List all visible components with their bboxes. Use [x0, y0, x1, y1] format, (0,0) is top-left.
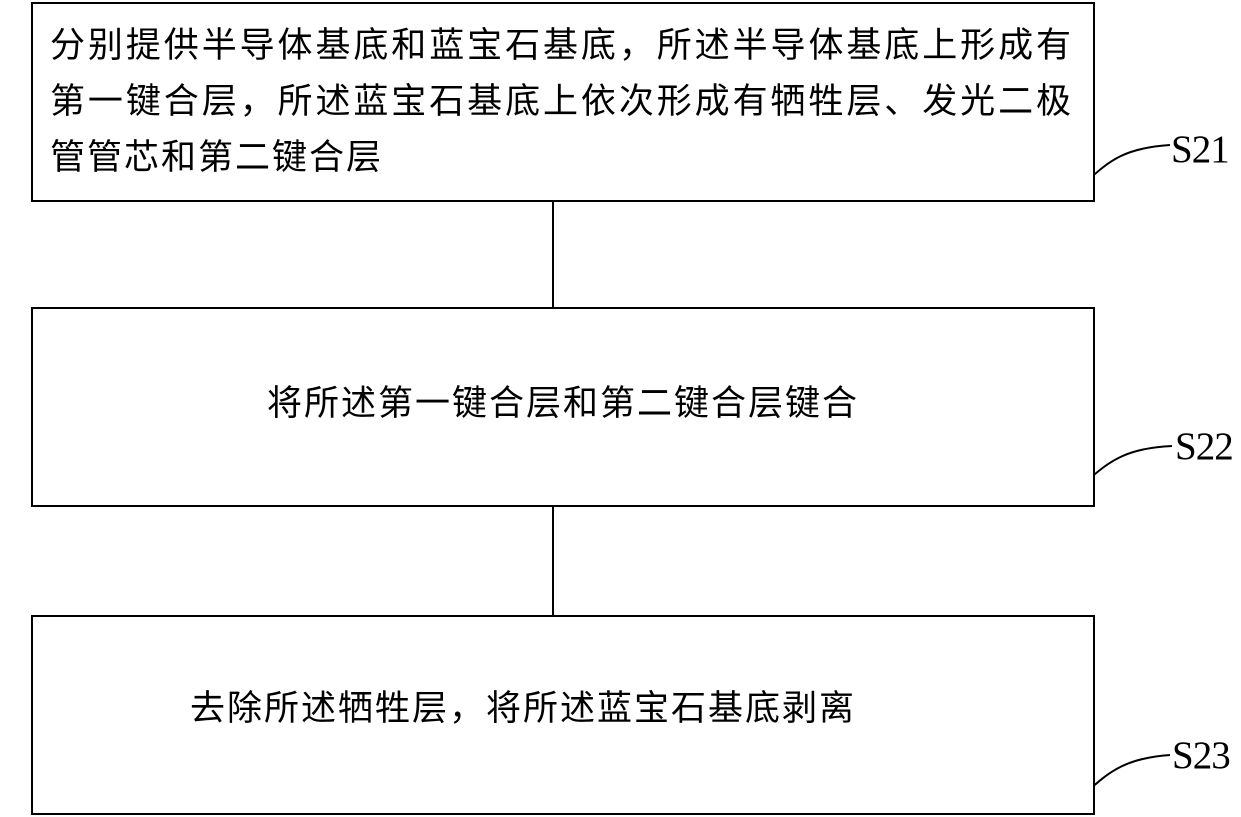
step-label-s23: S23 [1172, 736, 1230, 776]
step-box-s22: 将所述第一键合层和第二键合层键合 [31, 307, 1095, 507]
leader-line-s23 [1086, 755, 1170, 793]
leader-line-s22 [1086, 446, 1172, 482]
step-box-s21: 分别提供半导体基底和蓝宝石基底，所述半导体基底上形成有第一键合层，所述蓝宝石基底… [31, 2, 1095, 202]
step-text-s23: 去除所述牺牲层，将所述蓝宝石基底剥离 [33, 681, 1093, 737]
step-text-s22: 将所述第一键合层和第二键合层键合 [33, 376, 1093, 432]
step-text-s21: 分别提供半导体基底和蓝宝石基底，所述半导体基底上形成有第一键合层，所述蓝宝石基底… [33, 18, 1093, 186]
leader-line-s21 [1086, 145, 1170, 182]
step-label-s21: S21 [1171, 130, 1229, 170]
step-label-s22: S22 [1175, 427, 1233, 467]
step-box-s23: 去除所述牺牲层，将所述蓝宝石基底剥离 [31, 615, 1095, 815]
